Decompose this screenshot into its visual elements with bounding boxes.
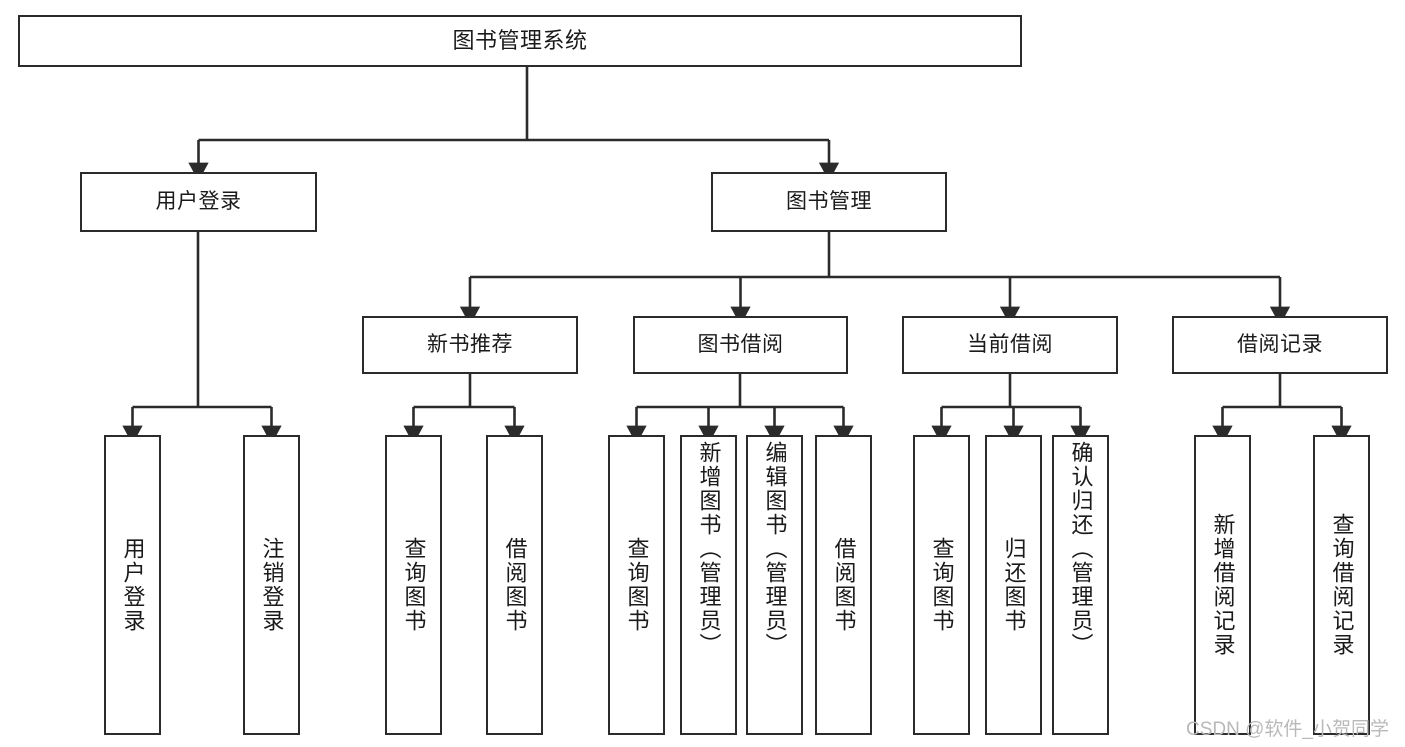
node-leaf-query-book-3[interactable]: 查询图书: [913, 435, 970, 735]
node-label: 图书管理系统: [452, 27, 588, 53]
node-label: 用户登录: [120, 537, 146, 633]
node-leaf-user-login[interactable]: 用户登录: [104, 435, 161, 735]
node-new-book-rec[interactable]: 新书推荐: [362, 316, 578, 374]
node-label: 借阅记录: [1237, 333, 1323, 357]
node-label: 查询图书: [624, 537, 650, 633]
node-leaf-add-book[interactable]: 新增图书（管理员）: [680, 435, 737, 735]
node-label: 图书管理: [786, 190, 872, 214]
node-label: 新增图书（管理员）: [696, 441, 722, 657]
node-leaf-return-book[interactable]: 归还图书: [985, 435, 1042, 735]
node-book-manage[interactable]: 图书管理: [711, 172, 947, 232]
csdn-watermark: CSDN @软件_小贺同学: [1186, 719, 1389, 740]
node-label: 确认归还（管理员）: [1068, 441, 1094, 657]
node-label: 归还图书: [1001, 537, 1027, 633]
node-label: 图书借阅: [697, 333, 784, 357]
node-leaf-borrow-book-1[interactable]: 借阅图书: [486, 435, 543, 735]
node-label: 借阅图书: [831, 537, 857, 633]
node-leaf-query-record[interactable]: 查询借阅记录: [1313, 435, 1370, 735]
node-root[interactable]: 图书管理系统: [18, 15, 1022, 67]
node-book-borrow[interactable]: 图书借阅: [633, 316, 848, 374]
node-user-login[interactable]: 用户登录: [80, 172, 317, 232]
node-borrow-record[interactable]: 借阅记录: [1172, 316, 1388, 374]
node-current-borrow[interactable]: 当前借阅: [902, 316, 1118, 374]
node-leaf-query-book-2[interactable]: 查询图书: [608, 435, 665, 735]
node-label: 用户登录: [155, 190, 242, 214]
node-leaf-add-record[interactable]: 新增借阅记录: [1194, 435, 1251, 735]
node-label: 查询借阅记录: [1329, 513, 1355, 657]
node-label: 借阅图书: [502, 537, 528, 633]
node-label: 查询图书: [401, 537, 427, 633]
node-label: 查询图书: [929, 537, 955, 633]
node-label: 当前借阅: [967, 333, 1053, 357]
node-leaf-query-book-1[interactable]: 查询图书: [385, 435, 442, 735]
node-label: 新增借阅记录: [1210, 513, 1236, 657]
node-label: 编辑图书（管理员）: [762, 441, 788, 657]
node-label: 新书推荐: [427, 333, 513, 357]
node-leaf-borrow-book-2[interactable]: 借阅图书: [815, 435, 872, 735]
node-label: 注销登录: [259, 537, 285, 633]
node-leaf-confirm-return[interactable]: 确认归还（管理员）: [1052, 435, 1109, 735]
node-leaf-edit-book[interactable]: 编辑图书（管理员）: [746, 435, 803, 735]
node-leaf-logout[interactable]: 注销登录: [243, 435, 300, 735]
